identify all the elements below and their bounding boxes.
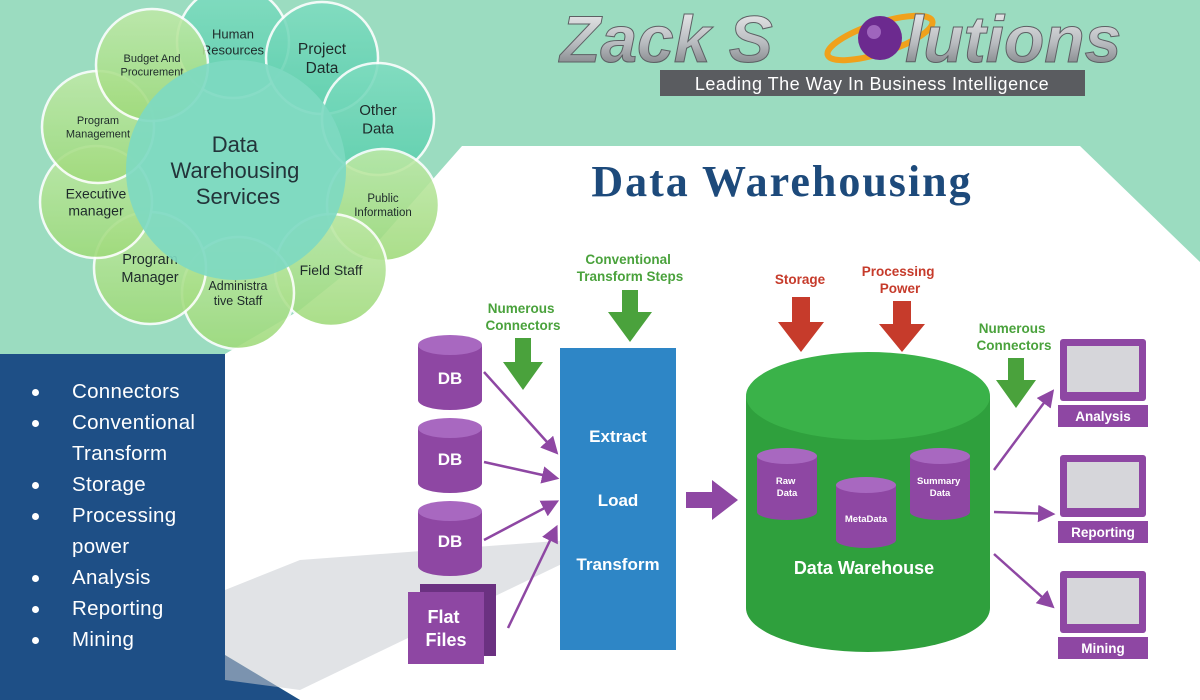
brand-tagline: Leading The Way In Business Intelligence [695,74,1049,94]
etl-load: Load [598,491,639,510]
brand-name-part2: lutions [905,2,1121,76]
etl-box: Extract Load Transform [560,348,676,650]
source-arrows [483,371,560,629]
data-warehouse-cylinder: Data Warehouse Raw Data MetaData Summary… [746,352,990,652]
raw-data-label: Raw Data [776,476,798,499]
transform-steps-arrow [608,290,652,342]
db-label: DB [438,369,463,388]
connectors-right-arrow [996,358,1036,408]
wheel-petal-label: Field Staff [300,262,363,278]
bullet-dot [32,389,39,396]
bullet-item: Analysis [22,562,222,593]
brand-name-part1: Zack S [558,2,773,76]
flat-files-icon: Flat Files [408,584,496,664]
wheel-center-label: Data Warehousing Services [171,132,306,209]
bullet-text: Mining [72,628,135,651]
summary-data-cylinder: Summary Data [910,448,970,520]
transform-steps-label: Conventional Transform Steps [577,252,684,284]
bullet-text: Reporting [72,597,164,620]
db-cylinder: DB [418,501,482,576]
bullet-dot [32,575,39,582]
db-cylinder: DB [418,418,482,493]
bullet-text: Storage [72,473,146,496]
wheel-center-circle [126,60,346,280]
wheel-center-line-3: Services [196,184,280,209]
bullet-text: Connectors [72,380,180,403]
processing-power-arrow [879,301,925,352]
connectors-left-label: Numerous Connectors [485,301,560,333]
bullet-item: Processing power [22,500,222,562]
bullet-dot [32,606,39,613]
bullet-dot [32,482,39,489]
storage-label: Storage [775,272,826,287]
connectors-right-label: Numerous Connectors [976,321,1051,353]
db-label: DB [438,532,463,551]
output-analysis-label: Analysis [1075,409,1131,424]
data-sources: DB DB DB Flat Files [408,335,496,664]
brand-logo: Zack S lutions Leading The Way In Busine… [558,2,1122,96]
bullet-item: Connectors [22,376,222,407]
bullet-dot [32,420,39,427]
output-reporting-label: Reporting [1071,525,1135,540]
raw-data-cylinder: Raw Data [757,448,817,520]
tagline-bar [660,70,1085,96]
metadata-label: MetaData [845,514,888,525]
globe-icon [824,12,936,64]
bullet-list: Connectors Conventional Transform Storag… [22,376,222,655]
storage-arrow [778,297,824,352]
flat-files-label: Flat Files [425,607,466,650]
wheel-center-line-2: Warehousing [171,158,300,183]
output-analysis: Analysis [1058,339,1148,427]
warehouse-label: Data Warehouse [794,558,934,578]
bullet-item: Reporting [22,593,222,624]
output-mining-label: Mining [1081,641,1125,656]
bullet-item: Conventional Transform [22,407,222,469]
output-mining: Mining [1058,571,1148,659]
db-label: DB [438,450,463,469]
metadata-cylinder: MetaData [836,477,896,548]
bullet-dot [32,513,39,520]
bullet-text: Analysis [72,566,151,589]
etl-transform: Transform [576,555,659,574]
etl-to-warehouse-arrow [686,480,738,520]
processing-power-label: Processing Power [862,264,939,296]
pointer-shadow [225,540,570,690]
etl-extract: Extract [589,427,647,446]
bullet-dot [32,637,39,644]
connectors-left-arrow [503,338,543,390]
db-cylinder: DB [418,335,482,410]
summary-data-label: Summary Data [917,476,963,499]
bullet-text: Processing power [72,504,177,558]
page-title: Data Warehousing [591,157,972,206]
bullet-item: Mining [22,624,222,655]
wheel-center-line-1: Data [212,132,259,157]
output-arrows [992,389,1056,609]
bullet-item: Storage [22,469,222,500]
bullet-text: Conventional Transform [72,411,196,465]
output-reporting: Reporting [1058,455,1148,543]
